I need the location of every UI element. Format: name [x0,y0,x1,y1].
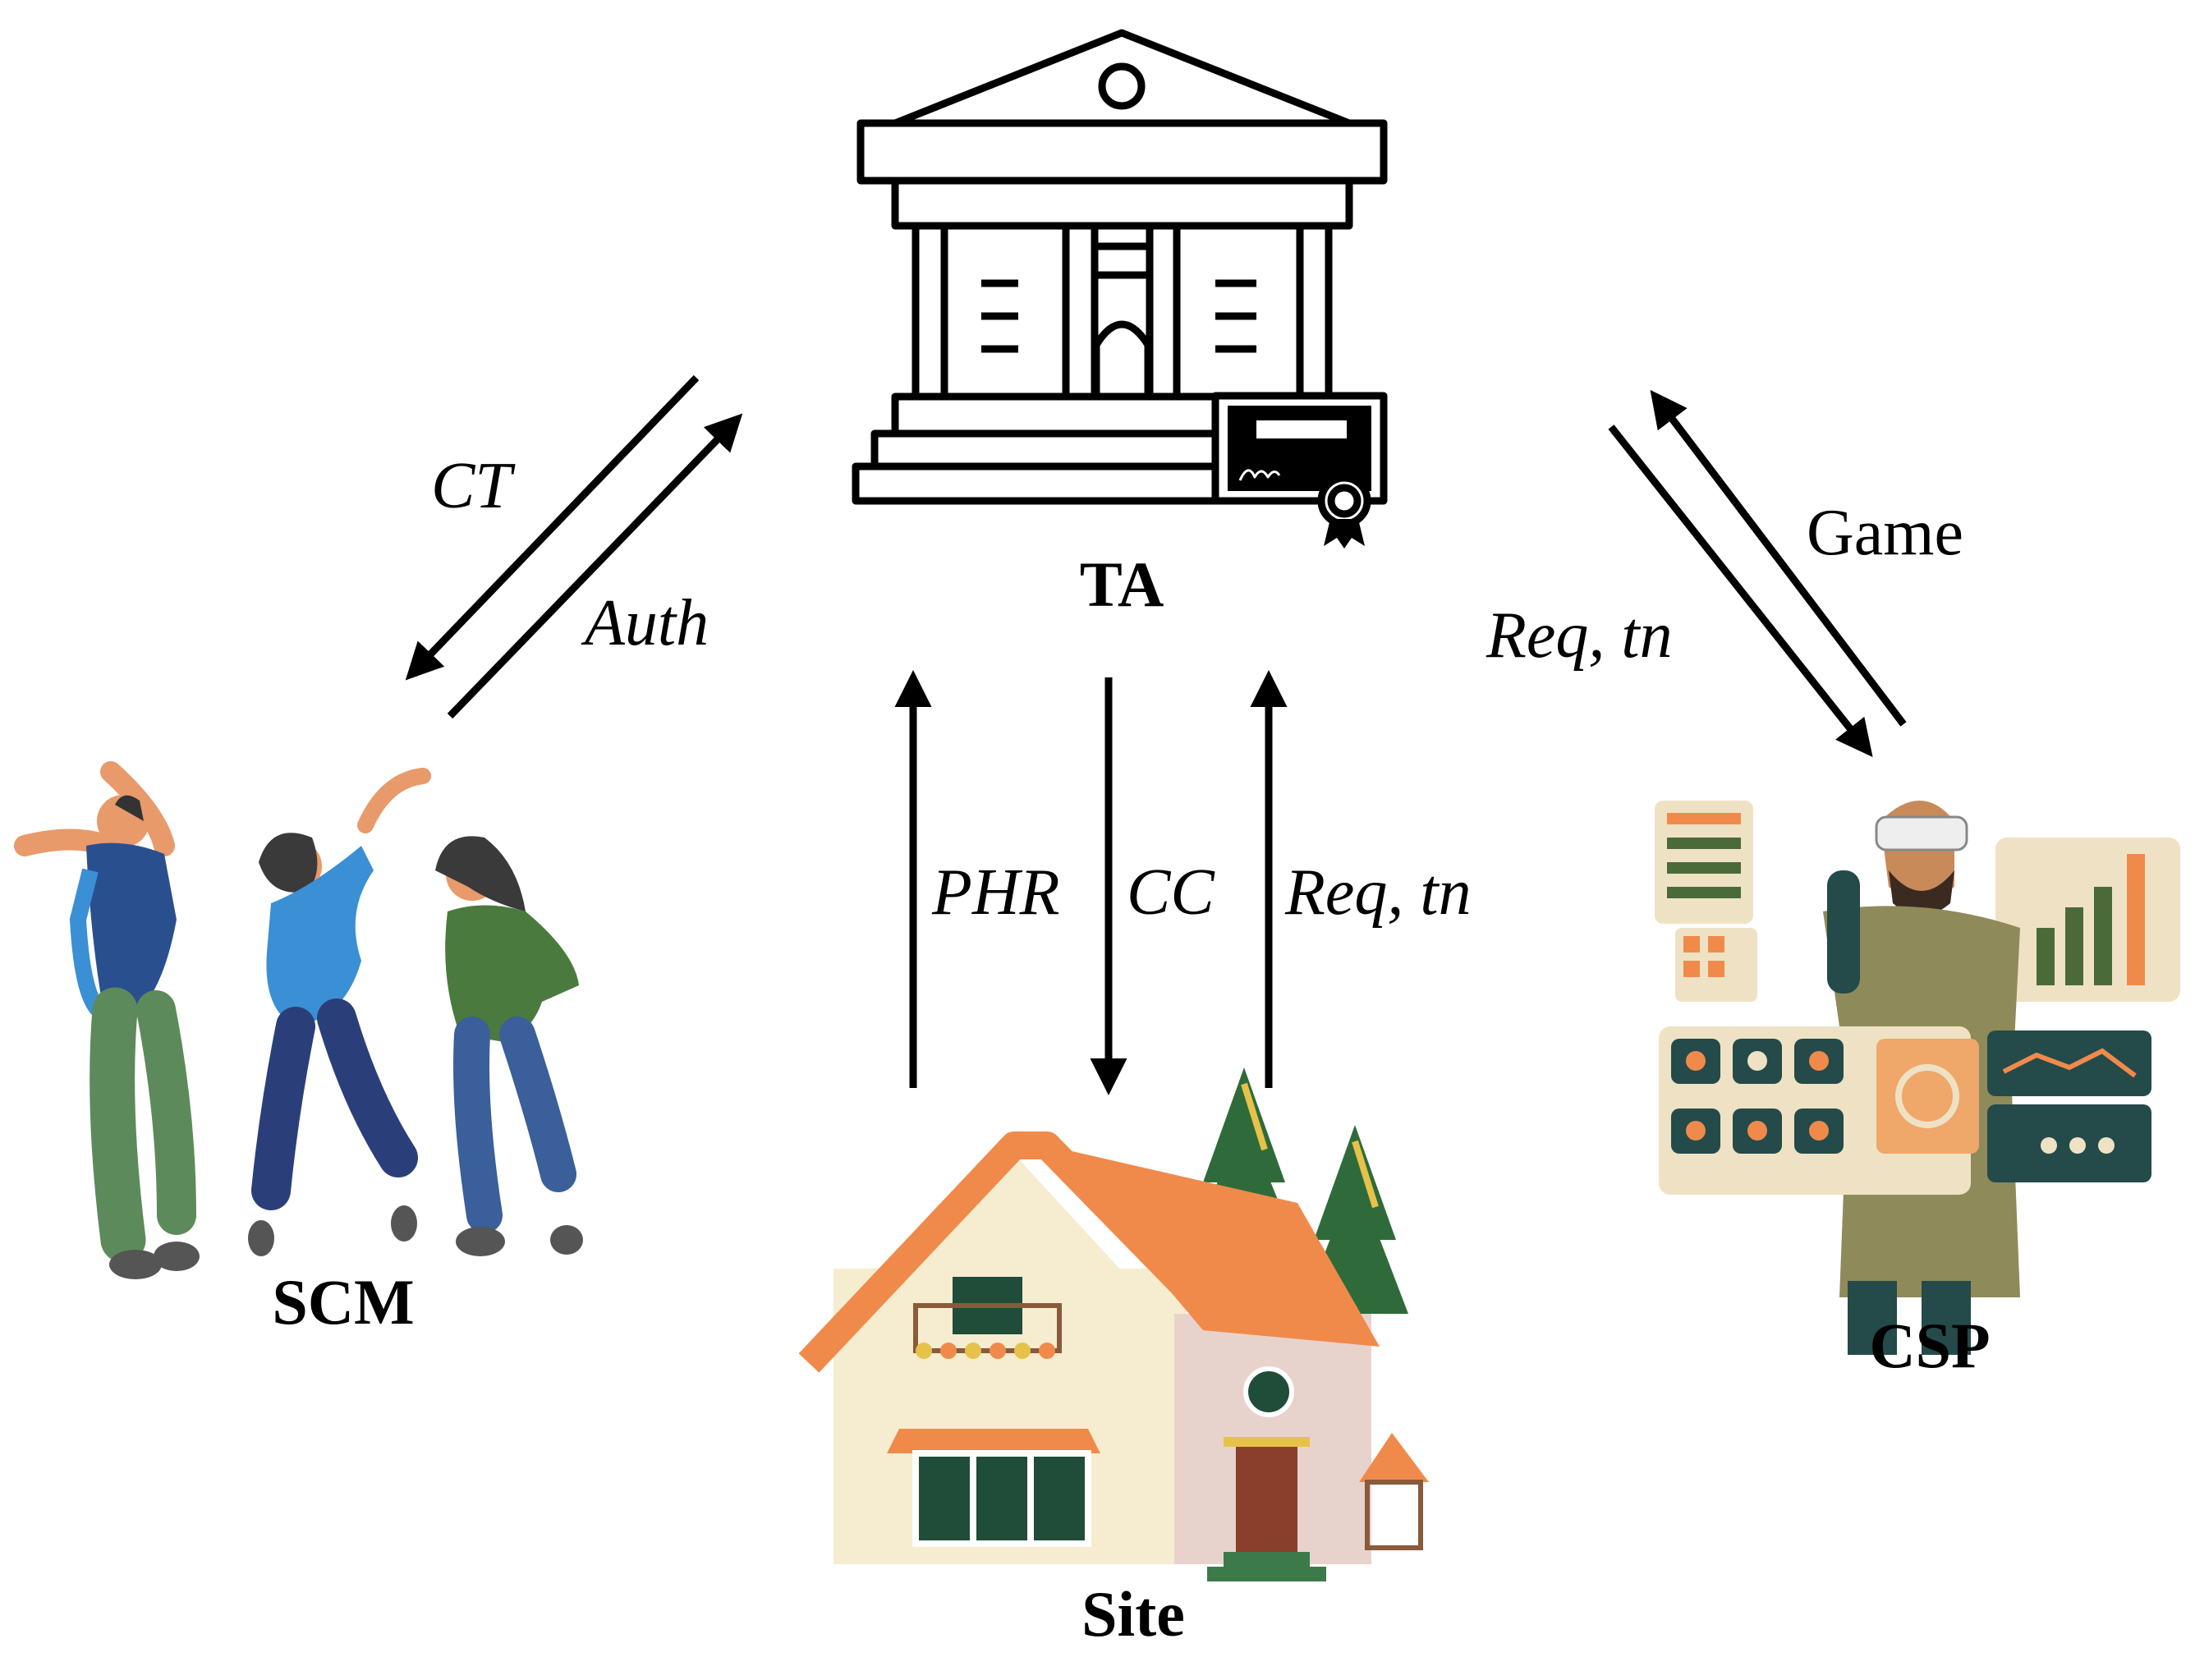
edge-label-req-csp: Req, tn [1486,599,1673,672]
dancer-2 [248,768,431,1256]
house-illustration [798,1067,1429,1581]
edge-label-game: Game [1807,497,1963,569]
node-label-csp: CSP [1869,1310,1990,1381]
bank-building-certificate-icon [852,29,1388,549]
dancing-people-illustration [14,761,583,1279]
dancer-1 [14,761,200,1279]
node-label-site: Site [1081,1578,1185,1650]
edge-label-phr: PHR [931,856,1060,929]
dancer-3 [435,836,583,1256]
arrow-auth [447,413,743,719]
vr-user-dashboard-illustration [1655,801,2180,1355]
arrow-req-csp [1608,425,1873,758]
node-label-scm: SCM [272,1266,414,1338]
arrows [405,374,1907,1095]
edge-label-ct: CT [431,450,516,522]
edge-label-req-site: Req, tn [1284,856,1472,929]
arrow-ct [405,374,700,681]
edge-label-auth: Auth [581,587,709,659]
arrow-game [1650,389,1907,727]
edge-label-cc: CC [1127,856,1215,929]
node-label-ta: TA [1080,549,1164,620]
